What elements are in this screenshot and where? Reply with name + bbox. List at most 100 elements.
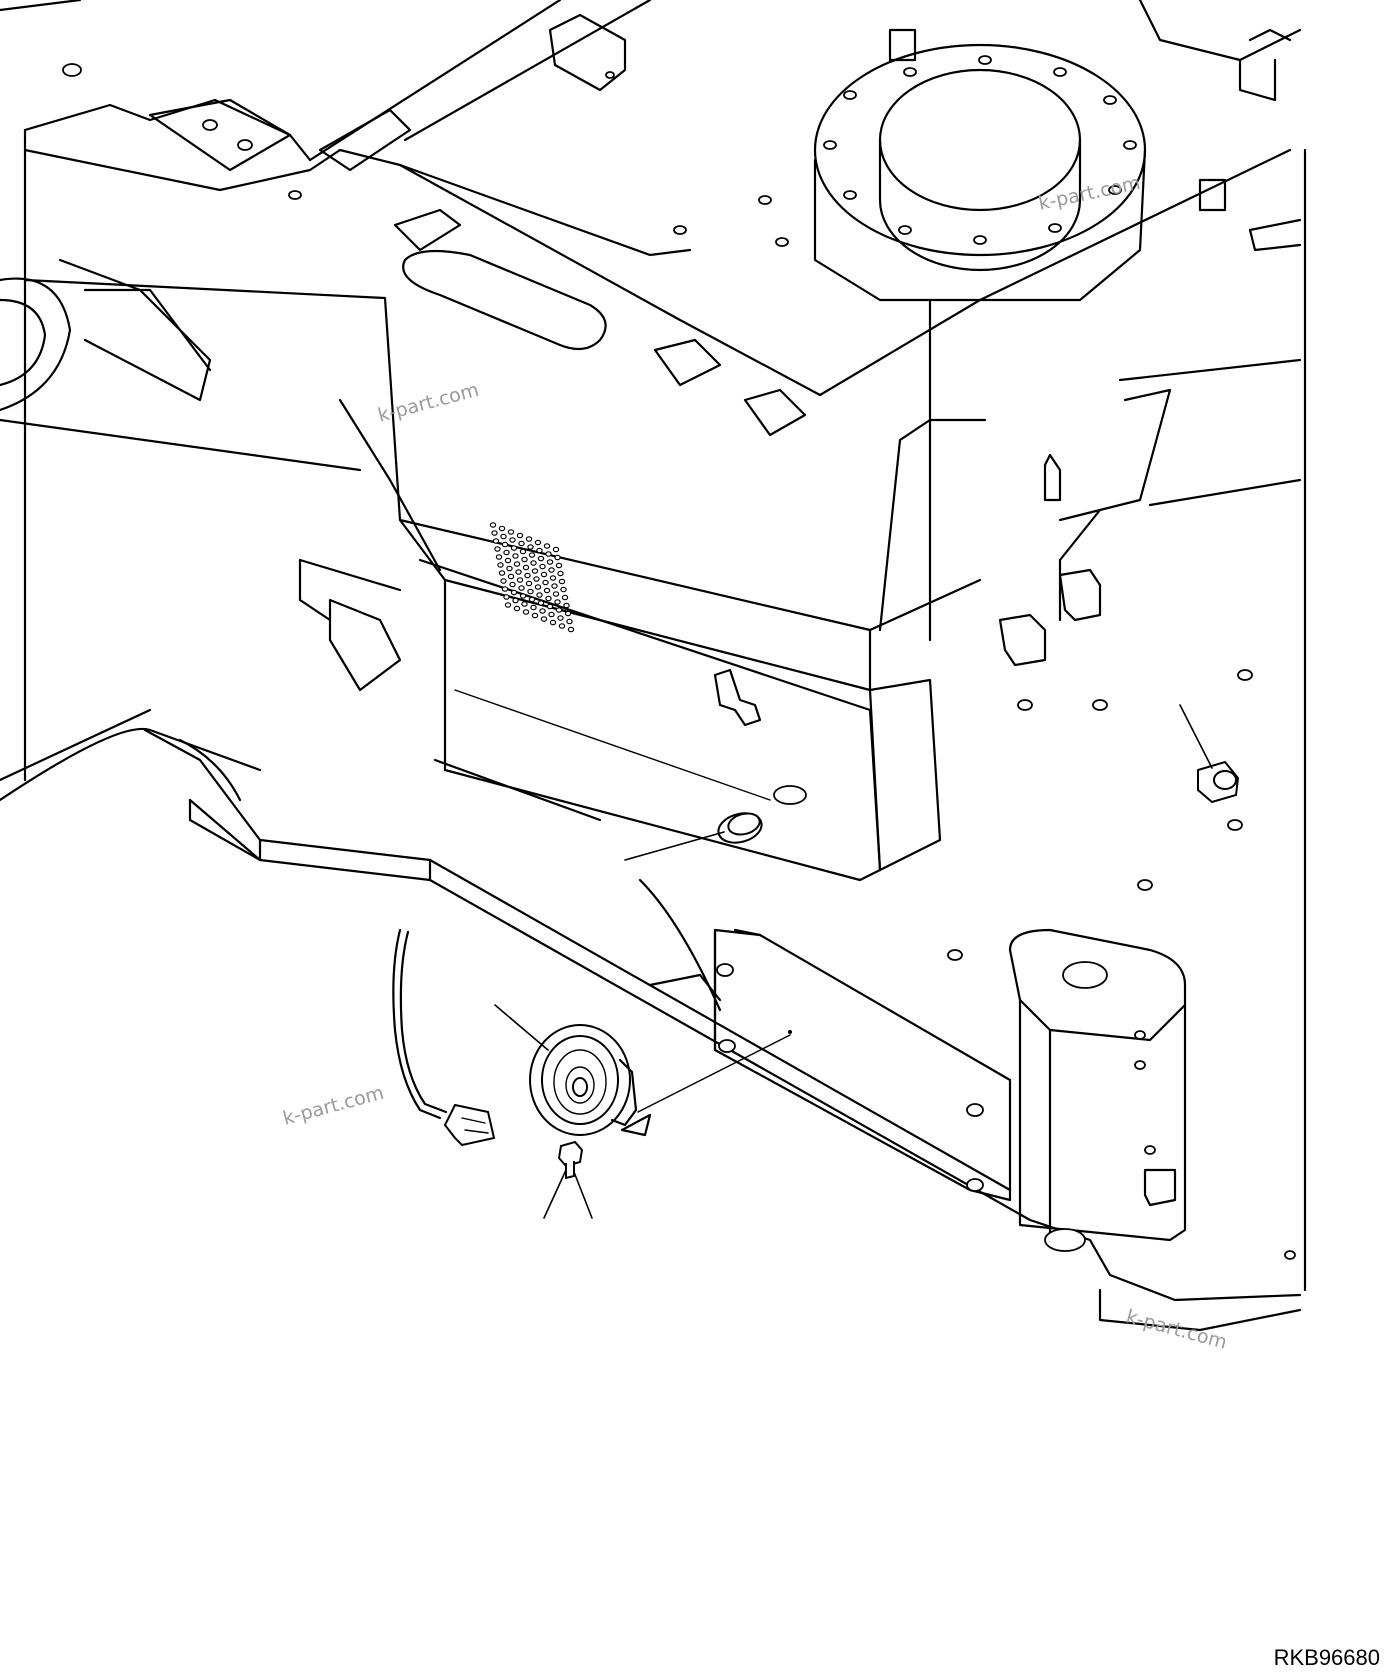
vent-hole <box>509 537 516 543</box>
vent-hole <box>507 573 515 580</box>
vent-hole <box>545 551 552 557</box>
vent-hole <box>513 605 521 612</box>
vent-hole <box>500 578 507 584</box>
vent-hole <box>519 593 527 599</box>
vent-hole <box>563 602 570 609</box>
vent-hole <box>495 554 503 560</box>
vent-hole <box>558 578 566 585</box>
vent-hole <box>503 594 510 600</box>
vent-hole <box>524 572 531 579</box>
vent-hole <box>534 539 542 546</box>
vent-hole <box>497 562 504 568</box>
vent-hole <box>498 570 506 576</box>
vent-hole <box>540 571 548 578</box>
vent-hole <box>503 549 510 556</box>
vent-hole <box>566 618 573 625</box>
watermark: k-part.com <box>281 1082 387 1130</box>
vent-hole <box>546 603 554 610</box>
vent-hole <box>557 570 564 577</box>
vent-hole <box>530 560 537 566</box>
vent-hole <box>548 567 555 573</box>
vent-hole <box>557 615 564 621</box>
vent-hole <box>494 546 501 552</box>
vent-hole <box>521 601 528 607</box>
vent-hole <box>504 557 512 564</box>
vent-hole <box>534 584 542 590</box>
vent-hole <box>519 548 527 555</box>
vent-hole <box>555 562 563 569</box>
vent-hole <box>554 554 561 561</box>
vent-hole <box>528 596 536 603</box>
vent-hole <box>531 568 539 574</box>
vent-hole <box>513 561 521 567</box>
connector-icon <box>392 928 496 1147</box>
vent-hole <box>533 576 540 582</box>
vent-hole <box>567 626 575 633</box>
vent-hole <box>491 530 498 536</box>
vent-hole <box>516 577 524 583</box>
vent-hole <box>549 619 557 626</box>
vent-hole <box>510 545 518 551</box>
horn-icon <box>494 1004 792 1137</box>
vent-hole <box>489 522 497 528</box>
vent-hole <box>525 580 533 587</box>
vent-hole <box>539 563 546 570</box>
vent-hole <box>501 586 509 592</box>
vent-hole <box>558 623 566 629</box>
vent-hole <box>498 525 506 532</box>
vent-hole <box>560 586 567 593</box>
nut-icon <box>1179 704 1240 804</box>
vent-grille <box>489 522 575 633</box>
watermark: k-part.com <box>1124 1306 1230 1354</box>
vent-hole <box>552 546 560 553</box>
vent-hole <box>506 565 513 572</box>
vent-hole <box>543 587 551 594</box>
vent-hole <box>546 559 554 565</box>
ring-bolt-holes <box>823 55 1137 245</box>
vent-hole <box>518 540 525 547</box>
vent-hole <box>530 604 537 611</box>
lower-frame <box>143 558 1302 1332</box>
vent-hole <box>540 616 548 622</box>
vent-hole <box>527 544 534 550</box>
vent-hole <box>528 552 536 558</box>
vent-hole <box>522 564 530 571</box>
vent-hole <box>512 553 519 559</box>
vent-hole <box>512 597 519 604</box>
vent-hole <box>543 543 551 549</box>
vent-hole <box>507 529 515 535</box>
vent-hole <box>555 607 563 613</box>
vent-hole <box>515 569 522 575</box>
vent-hole <box>539 608 546 614</box>
upper-frame <box>0 0 1307 1292</box>
vent-hole <box>492 538 500 544</box>
vent-hole <box>531 612 539 619</box>
vent-hole <box>536 592 543 598</box>
vent-hole <box>554 599 561 605</box>
vent-hole <box>549 575 557 581</box>
vent-hole <box>525 536 533 542</box>
vent-hole <box>564 610 572 617</box>
vent-hole <box>501 541 509 548</box>
side-cover <box>418 522 882 872</box>
vent-hole <box>522 609 530 615</box>
vent-hole <box>552 591 560 597</box>
vent-hole <box>561 594 569 601</box>
vent-hole <box>537 600 545 606</box>
vent-hole <box>551 583 558 589</box>
vent-hole <box>536 547 543 554</box>
vent-hole <box>527 588 534 595</box>
vent-hole <box>521 556 528 563</box>
vent-hole <box>542 579 549 586</box>
vent-hole <box>548 611 555 618</box>
vent-hole <box>504 602 512 608</box>
vent-hole <box>516 532 524 539</box>
watermark: k-part.com <box>1036 172 1142 215</box>
vent-hole <box>518 585 525 591</box>
vent-hole <box>545 595 552 602</box>
drawing-code: RKB96680 <box>1274 1645 1380 1670</box>
plug-cap-icon <box>624 812 763 861</box>
vent-hole <box>510 589 518 596</box>
vent-hole <box>509 581 516 588</box>
